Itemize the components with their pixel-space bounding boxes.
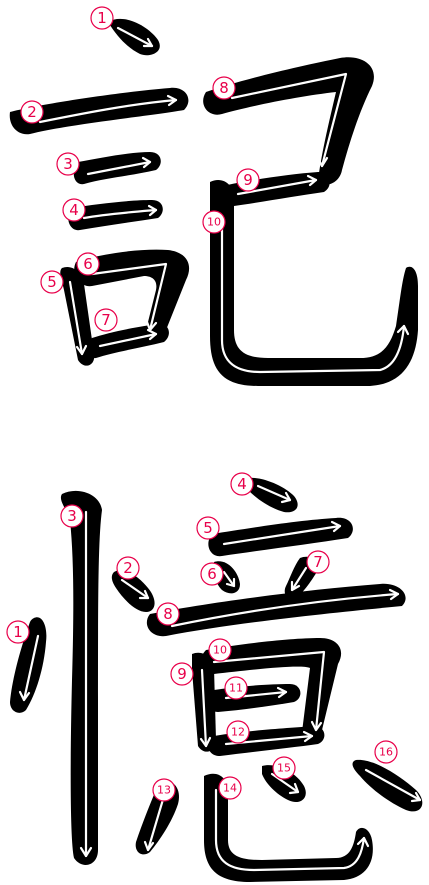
oku-number-7: 7 bbox=[306, 550, 330, 574]
svg-text:15: 15 bbox=[277, 762, 291, 775]
oku-number-4: 4 bbox=[230, 472, 254, 496]
ki-arrow-4 bbox=[82, 208, 158, 220]
ki-number-4: 4 bbox=[62, 198, 86, 222]
svg-text:10: 10 bbox=[207, 216, 221, 229]
oku-stroke-11 bbox=[207, 684, 301, 712]
ki-arrow-1 bbox=[116, 26, 154, 48]
ki-arrow-2 bbox=[38, 98, 178, 124]
svg-text:9: 9 bbox=[243, 171, 253, 189]
ki-stroke-10 bbox=[210, 179, 418, 386]
ki-stroke-9 bbox=[218, 172, 330, 207]
oku-number-12: 12 bbox=[226, 720, 250, 744]
oku-arrow-9 bbox=[200, 668, 208, 748]
svg-text:2: 2 bbox=[27, 103, 37, 121]
svg-text:5: 5 bbox=[47, 273, 57, 291]
ki-number-6: 6 bbox=[76, 252, 100, 276]
oku-number-11: 11 bbox=[224, 676, 248, 700]
character-oku: 1 2 3 4 5 6 7 8 9 10 11 12 13 14 15 16 bbox=[6, 472, 423, 882]
oku-arrow-5 bbox=[222, 524, 342, 546]
svg-text:4: 4 bbox=[237, 475, 247, 493]
oku-number-3: 3 bbox=[60, 504, 84, 528]
ki-number-3: 3 bbox=[56, 152, 80, 176]
oku-arrow-4 bbox=[256, 484, 292, 502]
svg-text:11: 11 bbox=[229, 682, 243, 695]
oku-number-15: 15 bbox=[272, 756, 296, 780]
oku-arrow-14 bbox=[214, 788, 366, 872]
oku-arrow-10 bbox=[212, 650, 326, 732]
oku-number-8: 8 bbox=[156, 602, 180, 626]
oku-arrow-13 bbox=[146, 794, 166, 852]
ki-arrow-7 bbox=[98, 332, 158, 348]
character-ki-arrows bbox=[38, 26, 410, 374]
svg-text:1: 1 bbox=[13, 623, 23, 641]
ki-arrow-9 bbox=[236, 178, 318, 196]
ki-number-8: 8 bbox=[212, 76, 236, 100]
oku-stroke-10 bbox=[200, 638, 342, 741]
oku-arrow-15 bbox=[270, 772, 300, 794]
ki-number-9: 9 bbox=[236, 168, 260, 192]
oku-number-6: 6 bbox=[200, 562, 224, 586]
ki-stroke-4 bbox=[68, 200, 163, 231]
svg-text:3: 3 bbox=[67, 507, 77, 525]
ki-number-10: 10 bbox=[202, 210, 226, 234]
oku-stroke-5 bbox=[208, 517, 353, 557]
ki-arrow-10 bbox=[220, 220, 406, 374]
svg-text:14: 14 bbox=[223, 782, 237, 795]
ki-arrow-6 bbox=[90, 262, 168, 332]
ki-number-1: 1 bbox=[90, 6, 114, 30]
oku-number-13: 13 bbox=[152, 778, 176, 802]
svg-text:4: 4 bbox=[69, 201, 79, 219]
oku-arrow-16 bbox=[364, 768, 422, 802]
oku-number-5: 5 bbox=[196, 516, 220, 540]
oku-arrow-8 bbox=[170, 592, 400, 628]
ki-stroke-5 bbox=[60, 266, 95, 366]
svg-text:3: 3 bbox=[63, 155, 73, 173]
svg-text:12: 12 bbox=[231, 726, 245, 739]
svg-text:2: 2 bbox=[123, 559, 133, 577]
ki-arrow-3 bbox=[86, 160, 152, 176]
ki-number-2: 2 bbox=[20, 100, 44, 124]
oku-stroke-3 bbox=[60, 490, 102, 865]
svg-text:13: 13 bbox=[157, 784, 171, 797]
oku-number-2: 2 bbox=[116, 556, 140, 580]
oku-arrow-6 bbox=[222, 570, 236, 588]
oku-stroke-8 bbox=[146, 583, 406, 637]
character-oku-stroke-numbers: 1 2 3 4 5 6 7 8 9 10 11 12 13 14 15 16 bbox=[6, 472, 398, 802]
svg-text:16: 16 bbox=[379, 746, 393, 759]
svg-text:5: 5 bbox=[203, 519, 213, 537]
svg-text:9: 9 bbox=[177, 665, 187, 683]
character-ki-stroke-numbers: 1 2 3 4 5 6 7 8 9 10 bbox=[20, 6, 260, 332]
character-ki: 1 2 3 4 5 6 7 8 9 10 bbox=[9, 6, 418, 386]
oku-arrow-1 bbox=[22, 634, 40, 702]
ki-number-7: 7 bbox=[94, 308, 118, 332]
ki-arrow-8 bbox=[230, 72, 348, 168]
oku-arrow-7 bbox=[290, 566, 308, 592]
oku-number-1: 1 bbox=[6, 620, 30, 644]
character-oku-arrows bbox=[18, 484, 422, 872]
svg-text:6: 6 bbox=[83, 255, 93, 273]
oku-stroke-4 bbox=[243, 477, 298, 513]
ki-arrow-5 bbox=[68, 280, 84, 356]
oku-stroke-16 bbox=[352, 759, 423, 812]
oku-number-10: 10 bbox=[208, 638, 232, 662]
svg-text:7: 7 bbox=[101, 311, 111, 329]
svg-text:10: 10 bbox=[213, 644, 227, 657]
ki-number-5: 5 bbox=[40, 270, 64, 294]
svg-text:8: 8 bbox=[219, 79, 229, 97]
oku-number-14: 14 bbox=[218, 776, 242, 800]
svg-text:6: 6 bbox=[207, 565, 217, 583]
svg-text:7: 7 bbox=[313, 553, 323, 571]
svg-text:1: 1 bbox=[97, 9, 107, 27]
svg-text:8: 8 bbox=[163, 605, 173, 623]
oku-arrow-2 bbox=[120, 578, 150, 600]
oku-number-9: 9 bbox=[170, 662, 194, 686]
oku-number-16: 16 bbox=[374, 740, 398, 764]
ki-stroke-8 bbox=[203, 57, 374, 185]
